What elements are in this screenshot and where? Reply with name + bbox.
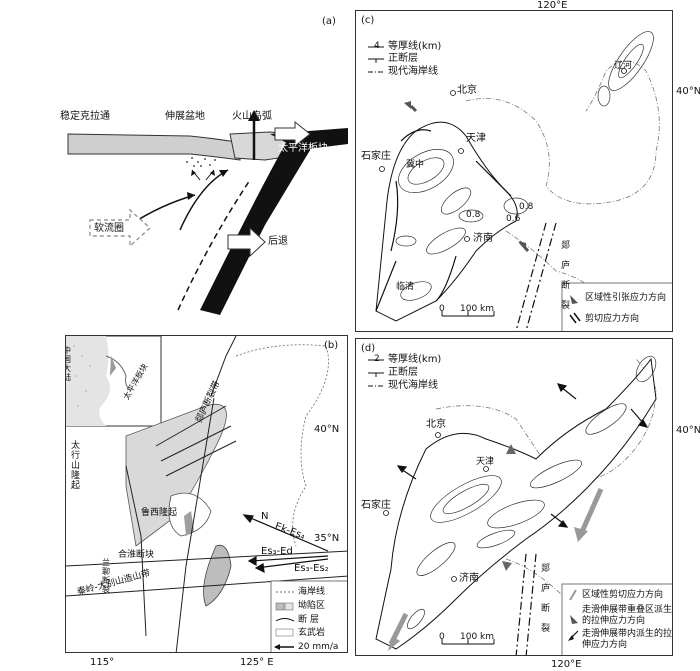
place-linqing-c: 临清 [396, 282, 415, 292]
legend-normal-fault-d: 正断层 [388, 367, 418, 378]
panel-a-tag: (a) [322, 16, 336, 27]
scale-100-d: 100 km [460, 632, 495, 642]
lon-120-top-label: 120°E [537, 0, 568, 11]
legend-extension-c: 区域性引张应力方向 [585, 293, 667, 303]
label-lat-40-b: 40°N [314, 424, 340, 435]
label-extension-basin: 伸展盆地 [165, 111, 205, 122]
legend-fault: 断 层 [298, 615, 319, 625]
lon-120-bottom-label: 120°E [551, 659, 582, 670]
contour-label-08-c: 0.8 [519, 202, 534, 212]
legend-overlap-d: 走滑伸展带重叠区派生的拉伸应力方向 [582, 605, 673, 626]
legend-isopach-value-c: 4 [374, 41, 380, 51]
tanlu-label-d: 郯庐断裂 [541, 564, 551, 634]
label-lanliao-fault: 兰聊断裂 [102, 558, 110, 594]
legend-coastline-b: 海岸线 [298, 587, 326, 597]
contour-label-06-c: 0.6 [506, 214, 521, 224]
contour-label-08b-c: 0.8 [466, 210, 481, 220]
panel-b-tag: (b) [324, 340, 339, 351]
scale-0-c: 0 [439, 304, 445, 314]
arrow-label-n: N [261, 511, 269, 522]
legend-coastline-c: 现代海岸线 [388, 66, 438, 77]
panel-d-map [368, 355, 672, 655]
legend-depression: 坳陷区 [298, 601, 326, 611]
legend-inner-d: 走滑伸展带内派生的拉伸应力方向 [582, 629, 673, 650]
legend-basalt: 玄武岩 [298, 628, 326, 638]
legend-coastline-d: 现代海岸线 [388, 380, 438, 391]
arrow-label-es3-ed: Es₃-Ed [261, 546, 293, 557]
place-jizhong-c: 冀中 [406, 160, 425, 170]
lat-40-right-c: 40°N [676, 86, 700, 97]
label-pacific-plate-a: 太平洋板块 [278, 143, 328, 154]
arrow-label-es3-es2: Es₃-Es₂ [294, 563, 329, 574]
legend-normal-fault-c: 正断层 [388, 53, 418, 64]
label-asthenosphere: 软流圈 [94, 223, 124, 234]
scale-100-c: 100 km [460, 304, 495, 314]
place-beijing-c: 北京 [457, 85, 477, 96]
panel-c-map [368, 31, 672, 331]
legend-isopach-c: 等厚线(km) [388, 41, 442, 52]
legend-isopach-d: 等厚线(km) [388, 354, 442, 365]
place-beijing-d: 北京 [426, 419, 446, 430]
place-shijiazhuang-c: 石家庄 [361, 151, 391, 162]
label-luxi-uplift: 鲁西隆起 [141, 508, 178, 518]
panel-b-map [66, 336, 347, 652]
panel-d-tag: (d) [361, 343, 376, 354]
label-stable-craton: 稳定克拉通 [60, 111, 110, 122]
label-volcanic-arc: 火山岛弧 [232, 111, 272, 122]
panel-c-tag: (c) [361, 15, 375, 26]
panel-a: (a) 稳定克拉通 伸展盆地 火山 [60, 10, 348, 335]
place-jinan-c: 济南 [473, 233, 493, 244]
legend-shear-c: 剪切应力方向 [585, 314, 640, 324]
label-rollback: 后退 [268, 236, 288, 247]
place-shijiazhuang-d: 石家庄 [361, 500, 391, 511]
label-lon-115: 115° [90, 657, 115, 668]
label-lat-35-b: 35°N [314, 533, 340, 544]
place-liaohe-c: 辽河 [614, 61, 633, 71]
tanlu-label-c: 郯庐断裂 [561, 241, 571, 311]
panel-d: (d) [355, 338, 673, 656]
scale-0-d: 0 [439, 632, 445, 642]
lat-40-right-d: 40°N [676, 425, 700, 436]
panel-a-diagram [67, 110, 348, 315]
panel-c: (c) [355, 10, 673, 332]
label-hefei-block: 合淮断块 [118, 550, 155, 560]
label-lon-125: 125° E [240, 657, 274, 668]
place-tianjin-d: 天津 [476, 457, 495, 467]
legend-shear-d: 区域性剪切应力方向 [582, 590, 664, 600]
place-jinan-d: 济南 [459, 573, 479, 584]
place-tianjin-c: 天津 [466, 133, 486, 144]
label-china-mainland: 中国大陆 [66, 346, 75, 382]
panel-b: (b) [65, 335, 348, 653]
label-taihang-uplift: 太行山隆起 [71, 441, 81, 491]
legend-velocity: 20 mm/a [298, 642, 339, 652]
legend-isopach-value-d: 2 [374, 354, 380, 364]
